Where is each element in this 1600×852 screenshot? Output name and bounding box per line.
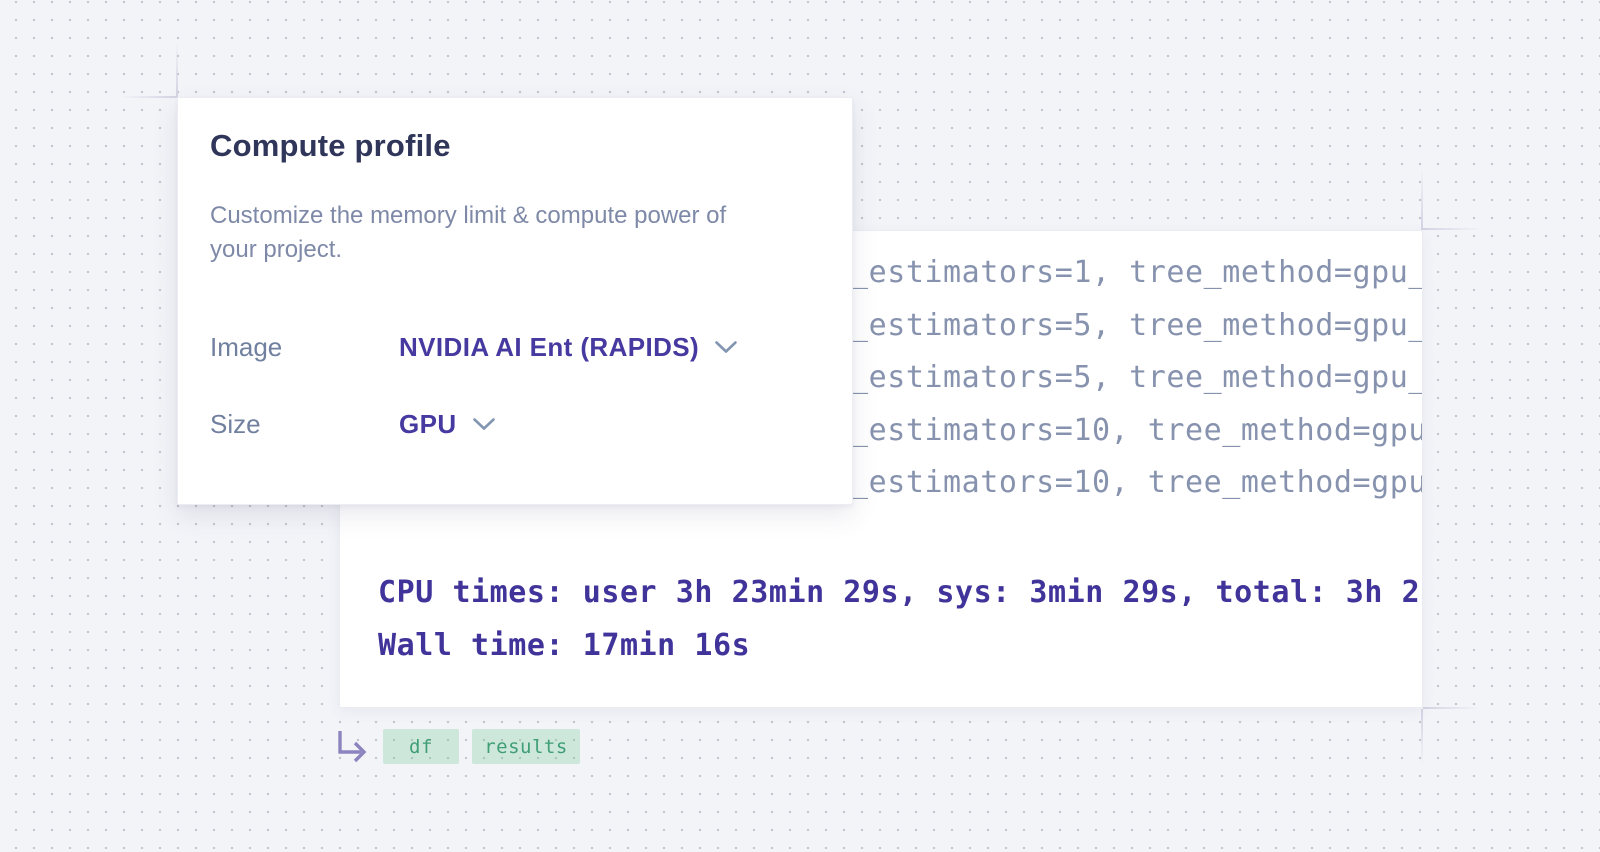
card-title: Compute profile: [210, 128, 451, 163]
guide-line: [1421, 168, 1423, 230]
return-arrow-icon: [338, 731, 367, 763]
image-field-label: Image: [210, 331, 283, 362]
chevron-down-icon: [472, 417, 495, 430]
guide-line: [120, 96, 177, 98]
compute-profile-card: Compute profile Customize the memory lim…: [177, 97, 853, 505]
wall-time-line: Wall time: 17min 16s: [378, 627, 751, 663]
image-dropdown-value: NVIDIA AI Ent (RAPIDS): [399, 331, 700, 362]
card-description-line: Customize the memory limit & compute pow…: [210, 202, 727, 229]
token-df[interactable]: df: [383, 729, 459, 764]
image-field-row: Image NVIDIA AI Ent (RAPIDS): [210, 328, 820, 366]
code-line: _estimators=10, tree_method=gpu_: [850, 412, 1423, 448]
size-field-row: Size GPU: [210, 405, 820, 443]
image-dropdown[interactable]: NVIDIA AI Ent (RAPIDS): [399, 332, 738, 363]
code-line: _estimators=5, tree_method=gpu_: [850, 307, 1423, 343]
size-dropdown[interactable]: GPU: [399, 409, 496, 440]
cpu-times-line: CPU times: user 3h 23min 29s, sys: 3min …: [378, 575, 1421, 610]
code-line: _estimators=1, tree_method=gpu_: [850, 255, 1423, 290]
code-line: _estimators=10, tree_method=gpu_: [850, 465, 1423, 500]
token-results[interactable]: results: [472, 729, 580, 764]
size-dropdown-value: GPU: [399, 408, 457, 439]
card-description: Customize the memory limit & compute pow…: [210, 199, 810, 266]
code-line: _estimators=5, tree_method=gpu_: [850, 360, 1423, 395]
timing-output: CPU times: user 3h 23min 29s, sys: 3min …: [378, 567, 1422, 672]
code-output: _estimators=1, tree_method=gpu_ _estimat…: [850, 247, 1423, 510]
guide-line: [1423, 228, 1482, 230]
guide-line: [1421, 709, 1423, 766]
size-field-label: Size: [210, 408, 261, 439]
chevron-down-icon: [715, 340, 737, 353]
card-description-line: your project.: [210, 235, 343, 263]
guide-line: [176, 42, 178, 97]
guide-line: [1423, 707, 1480, 709]
